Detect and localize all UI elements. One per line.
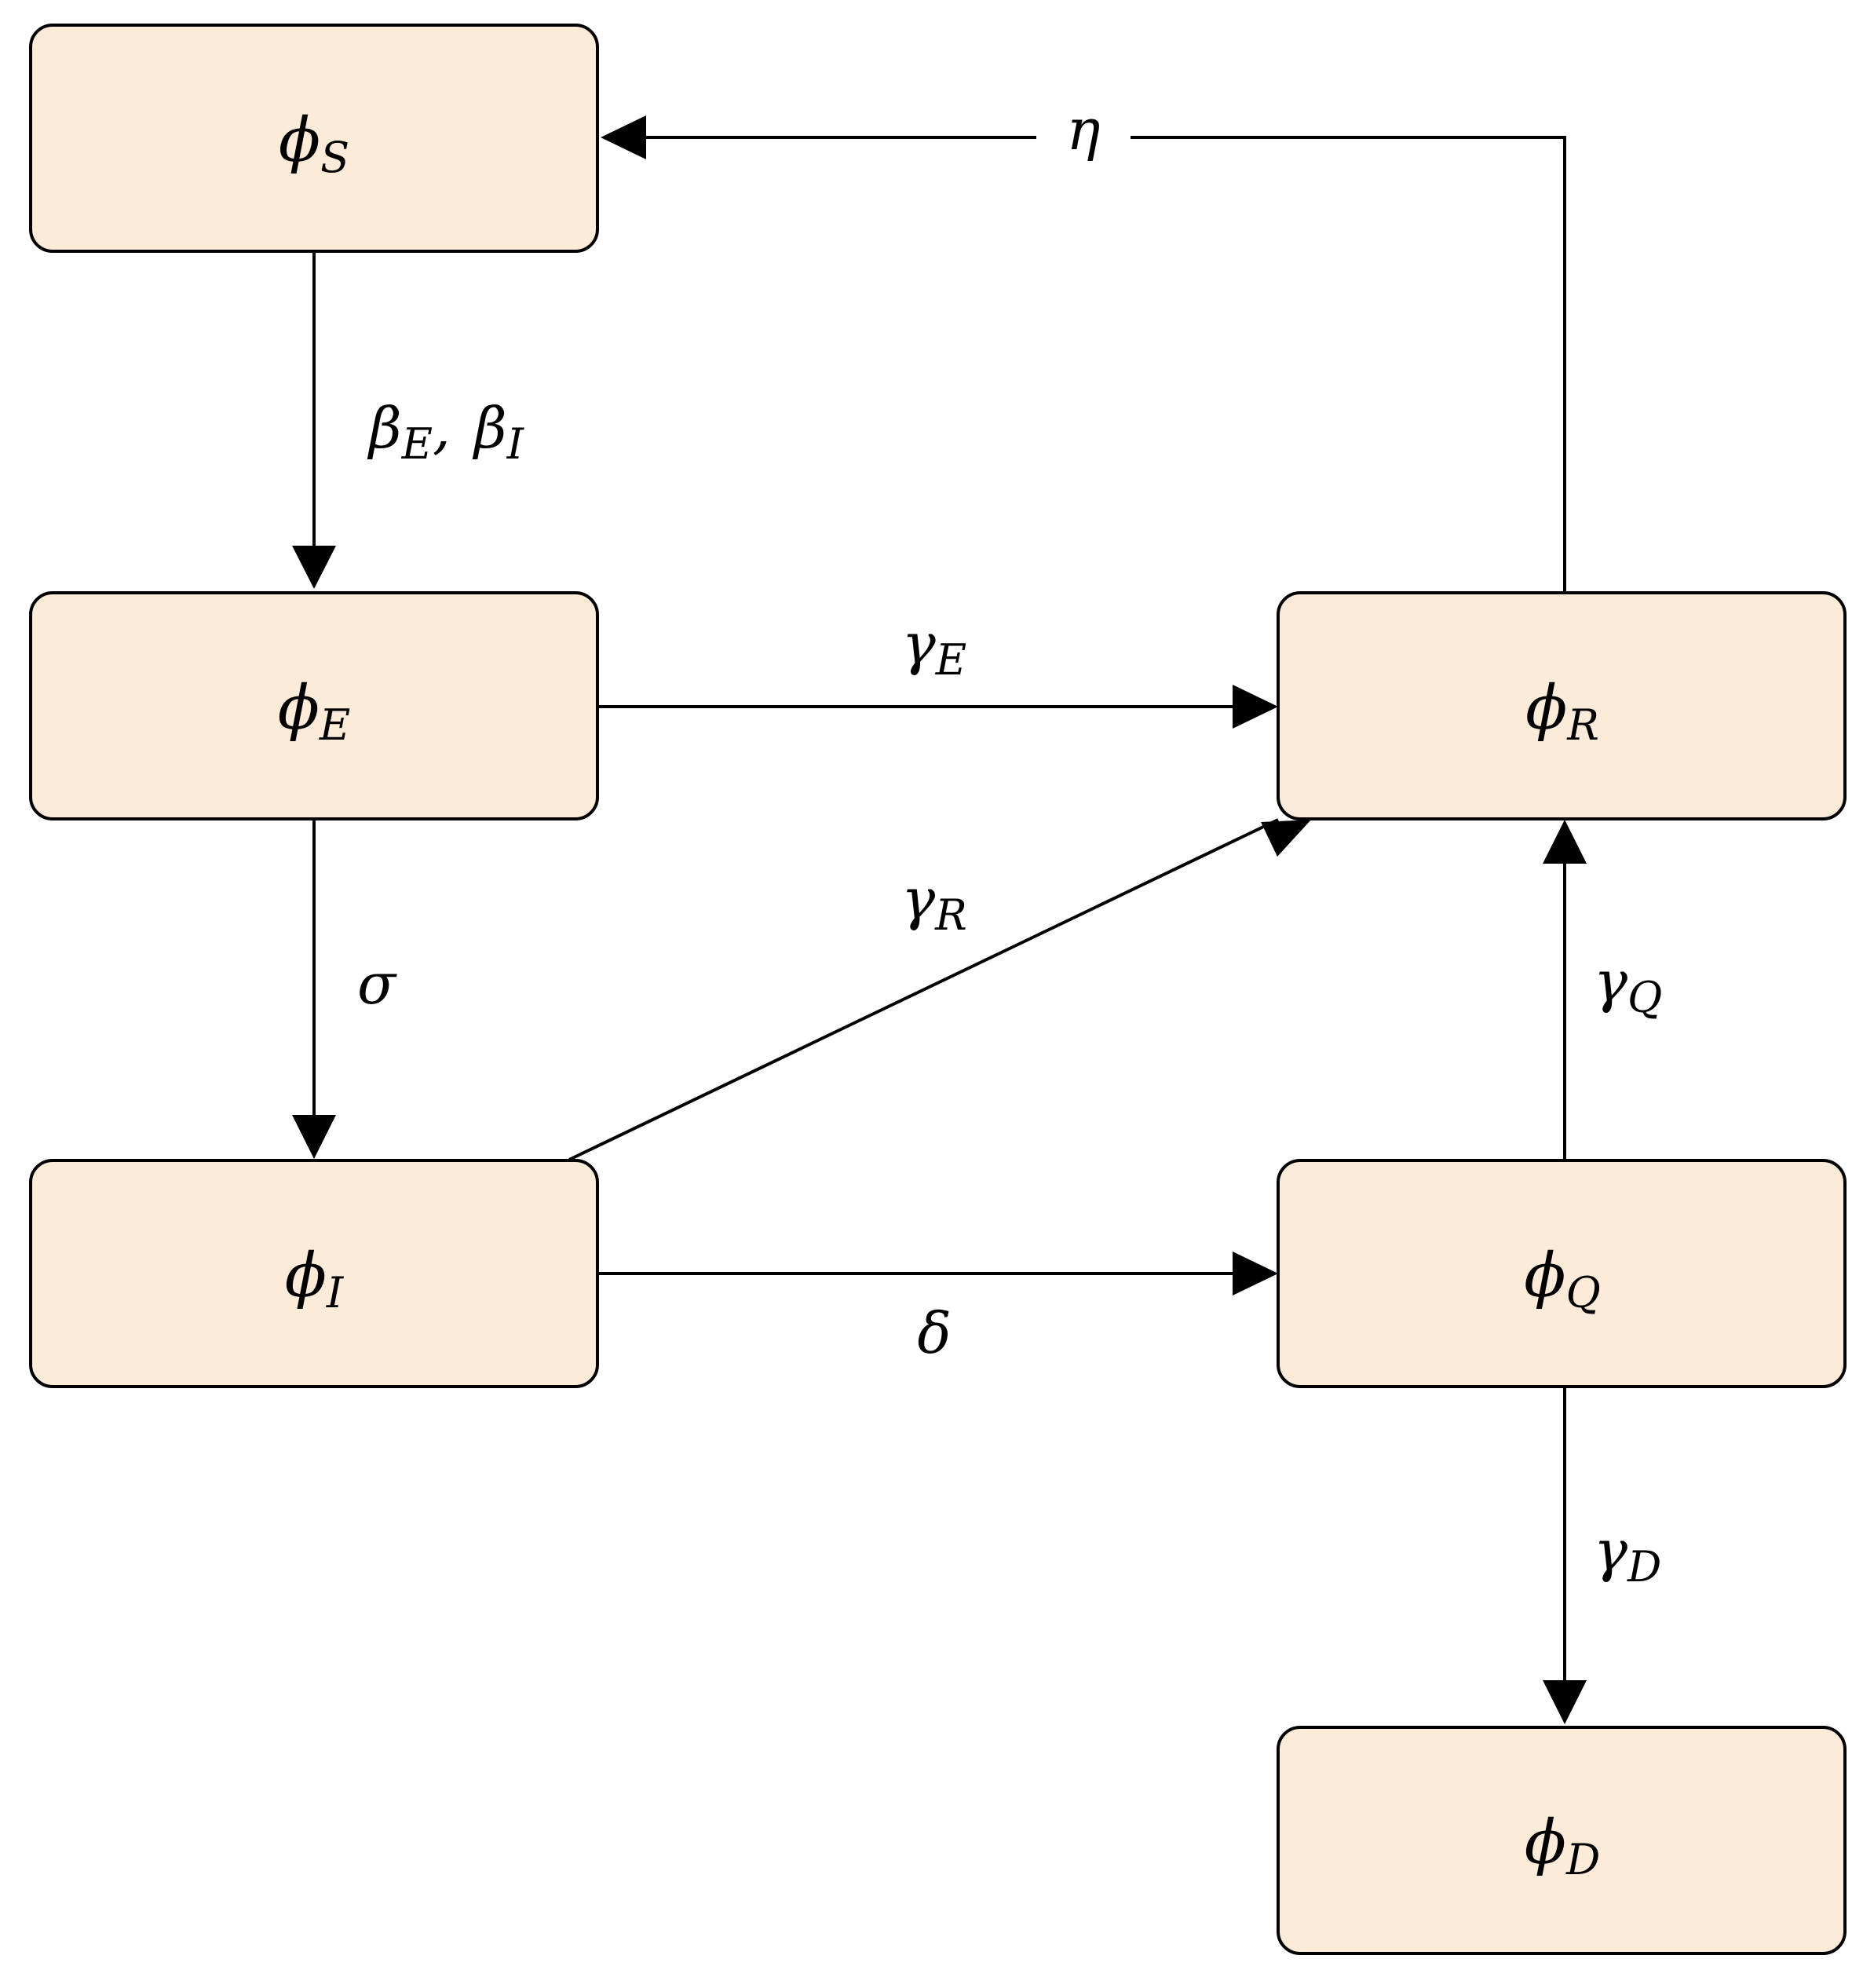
edge-e-to-r (599, 685, 1278, 729)
arrowhead-down-icon (292, 546, 336, 589)
arrowhead-diagonal-icon (1261, 820, 1311, 857)
arrowhead-down-icon (292, 1115, 336, 1159)
edge-s-to-e (292, 251, 336, 589)
edge-e-to-i (292, 820, 336, 1159)
edge-i-to-q-label: δ (917, 1300, 951, 1366)
node-s: ϕS (29, 24, 599, 253)
edge-r-to-s-label: η (1066, 97, 1100, 163)
edge-s-to-e-label: βE,βI (367, 395, 525, 469)
arrowhead-right-icon (1233, 685, 1278, 729)
edge-e-to-r-label: γE (902, 611, 966, 685)
node-q: ϕQ (1277, 1159, 1847, 1388)
arrowhead-left-icon (601, 115, 646, 159)
edge-q-to-d-label: γD (1594, 1518, 1661, 1591)
node-r: ϕR (1277, 591, 1847, 820)
node-q-label: ϕQ (1524, 1241, 1600, 1317)
arrowhead-up-icon (1543, 820, 1587, 864)
edge-r-to-s (601, 115, 1566, 592)
node-d: ϕD (1277, 1726, 1847, 1955)
edge-q-to-d (1543, 1387, 1587, 1724)
arrowhead-right-icon (1233, 1252, 1278, 1295)
node-i-label: ϕI (285, 1241, 345, 1317)
node-e: ϕE (29, 591, 599, 820)
edge-q-to-r (1543, 820, 1587, 1160)
edge-i-to-q (599, 1252, 1278, 1295)
arrowhead-down-icon (1543, 1680, 1587, 1724)
edge-i-to-r-label: γR (901, 866, 967, 940)
node-i: ϕI (29, 1159, 599, 1388)
node-e-label: ϕE (278, 673, 351, 750)
edge-e-to-i-label: σ (357, 951, 397, 1017)
edge-q-to-r-label: γQ (1594, 948, 1662, 1022)
node-s-label: ϕS (279, 105, 349, 182)
edge-i-to-r (568, 818, 1311, 1161)
node-r-label: ϕR (1525, 673, 1599, 750)
node-d-label: ϕD (1525, 1807, 1600, 1884)
